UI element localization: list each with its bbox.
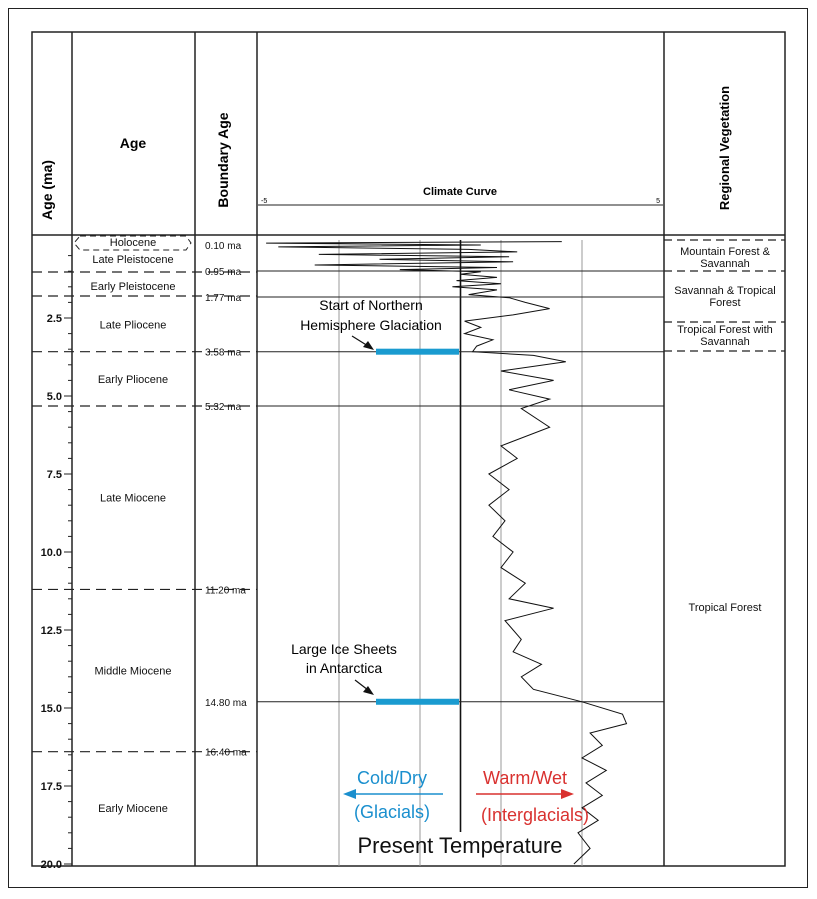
annotation-glaciation: Start of Northern Hemisphere Glaciation [300, 297, 442, 350]
table-grid [31, 31, 786, 867]
legend-present-temperature: Present Temperature [357, 833, 562, 858]
epoch-label: Late Pleistocene [92, 254, 173, 266]
age-tick-label: 17.5 [41, 781, 62, 793]
ice-sheets-arrow [354, 679, 369, 691]
boundary-age-label: 1.77 ma [205, 293, 242, 304]
glaciation-bar [376, 348, 459, 355]
age-tick-label: 10.0 [41, 547, 62, 559]
table-border [31, 31, 786, 867]
climate-scale-min: -5 [261, 198, 267, 205]
epoch-label: Late Miocene [100, 493, 166, 505]
legend-cold: Cold/Dry [357, 768, 427, 788]
boundary-age-label: 0.95 ma [205, 267, 242, 278]
vegetation-label: Mountain Forest &Savannah [680, 246, 771, 270]
ice-sheets-bar [376, 698, 459, 705]
boundary-age-label: 16.40 ma [205, 748, 247, 759]
legend: Cold/Dry (Glacials) Warm/Wet (Interglaci… [343, 768, 589, 858]
glaciation-arrowhead [363, 341, 374, 350]
climate-curve [266, 241, 628, 865]
age-tick-label: 20.0 [41, 859, 62, 871]
boundary-age-label: 5.32 ma [205, 402, 242, 413]
header-climate-curve: Climate Curve [423, 186, 497, 198]
holocene-box [73, 235, 192, 251]
header-vegetation: Regional Vegetation [717, 86, 732, 210]
glaciation-line-2: Hemisphere Glaciation [300, 317, 442, 333]
boundary-age-label: 3.58 ma [205, 348, 242, 359]
epoch-label: Early Pleistocene [91, 281, 176, 293]
legend-warm-arrowhead [561, 789, 574, 799]
epoch-label: Early Pliocene [98, 374, 168, 386]
epoch-label: Middle Miocene [94, 666, 171, 678]
boundary-age-label: 0.10 ma [205, 241, 242, 252]
legend-interglacials: (Interglacials) [481, 805, 589, 825]
age-tick-label: 7.5 [47, 469, 62, 481]
dynamic-layer: 2.5 5.0 7.5 10.0 12.5 15.0 17.5 20.0 HoloceneLat… [32, 235, 785, 871]
age-tick-label: 12.5 [41, 625, 62, 637]
header-age-ma: Age (ma) [39, 160, 55, 220]
age-tick-label: 5.0 [47, 391, 62, 403]
legend-warm: Warm/Wet [483, 768, 567, 788]
legend-cold-arrowhead [343, 789, 356, 799]
epoch-label: Late Pliocene [100, 320, 167, 332]
ice-sheets-arrowhead [363, 686, 374, 695]
header-boundary-age: Boundary Age [215, 112, 231, 207]
age-tick-label: 2.5 [47, 313, 62, 325]
epoch-label: Early Miocene [98, 803, 168, 815]
boundary-age-label: 11.20 ma [205, 585, 246, 596]
climate-scale-max: 5 [656, 198, 660, 205]
vegetation-label: Tropical Forest [689, 602, 762, 614]
legend-glacials: (Glacials) [354, 802, 430, 822]
header-age: Age [120, 135, 147, 151]
age-tick-label: 15.0 [41, 703, 62, 715]
figure-frame [8, 8, 808, 888]
ice-sheets-line-1: Large Ice Sheets [291, 641, 397, 657]
boundary-age-label: 14.80 ma [205, 698, 247, 709]
glaciation-line-1: Start of Northern [319, 297, 423, 313]
epoch-label: Holocene [110, 237, 156, 249]
annotation-ice-sheets: Large Ice Sheets in Antarctica [291, 641, 397, 695]
ice-sheets-line-2: in Antarctica [306, 660, 382, 676]
